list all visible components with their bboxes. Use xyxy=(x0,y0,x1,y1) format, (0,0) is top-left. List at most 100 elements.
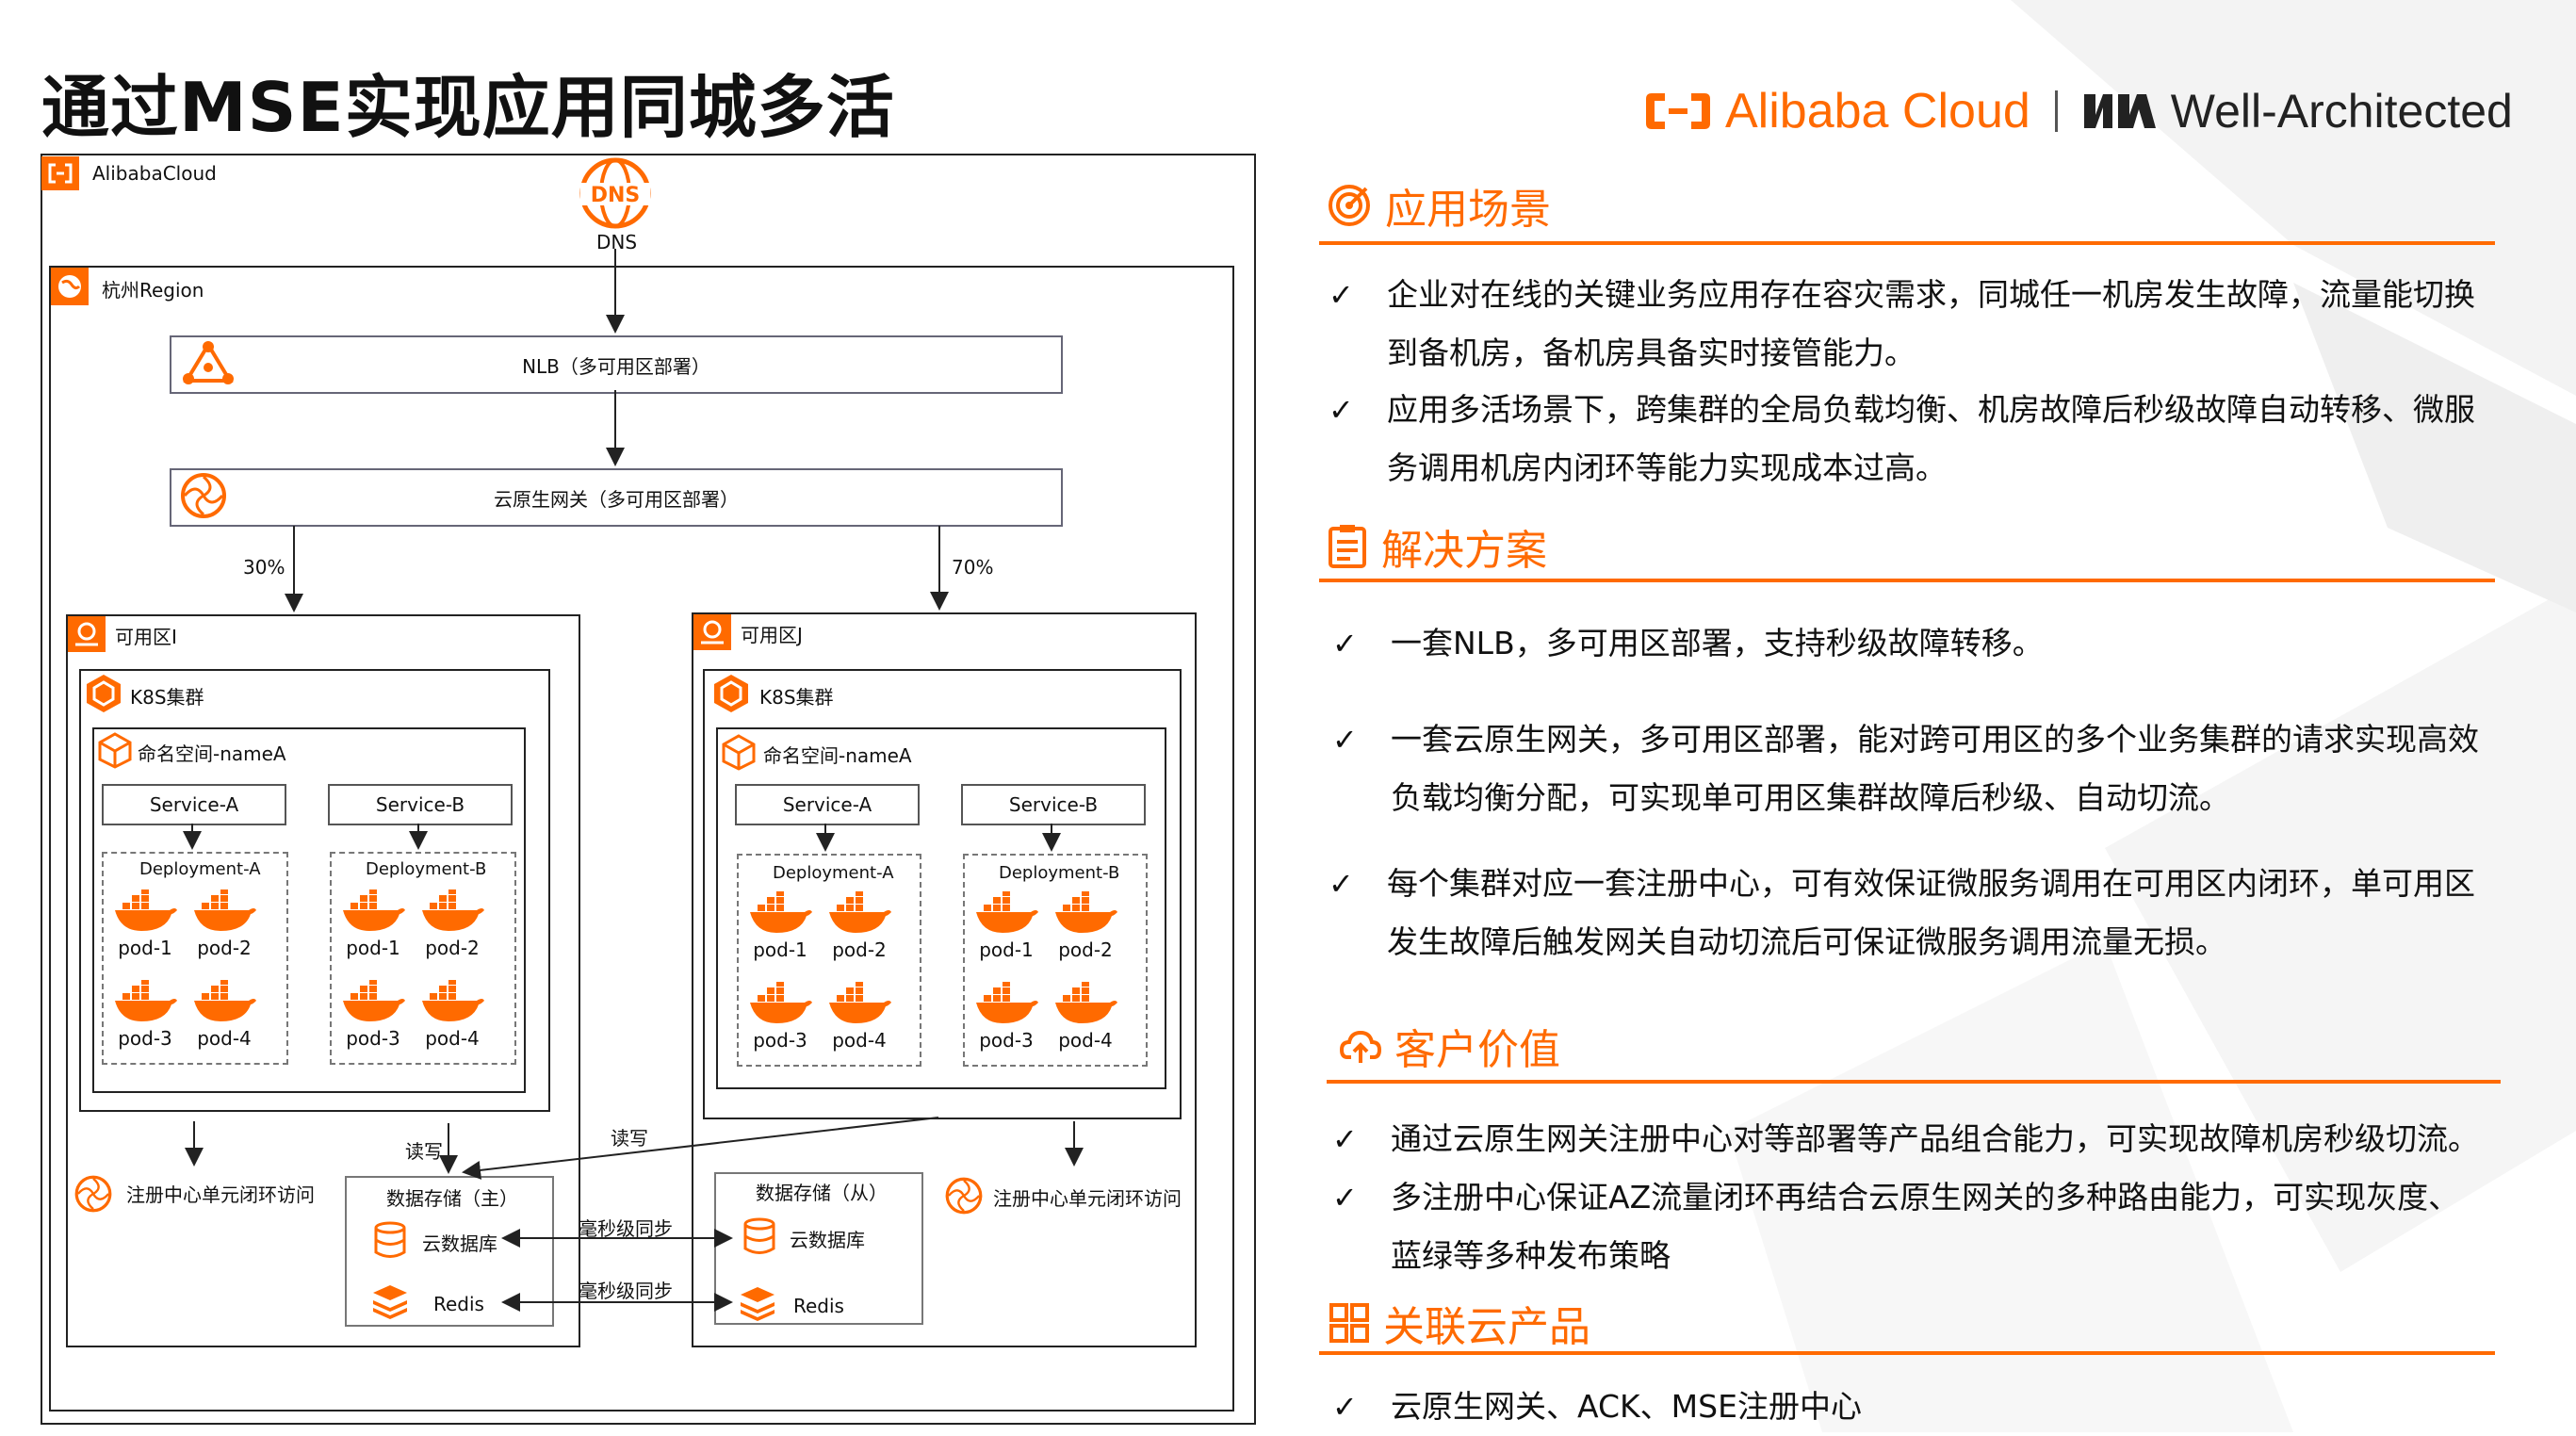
docker-whale-icon xyxy=(1055,891,1117,933)
zone-i-namespace-label: 命名空间-nameA xyxy=(138,742,286,765)
solution-title: 解决方案 xyxy=(1381,527,1547,575)
pod-label: pod-2 xyxy=(425,937,480,959)
brand-logos: Alibaba Cloud Well-Architected xyxy=(1644,83,2513,139)
value-rule xyxy=(1327,1080,2501,1084)
nlb-box: NLB（多可用区部署） xyxy=(170,335,1063,394)
zone-j-registry-label: 注册中心单元闭环访问 xyxy=(993,1187,1182,1210)
pod-label: pod-1 xyxy=(979,938,1034,961)
zone-j-service-b: Service-B xyxy=(961,784,1146,825)
zone-i-k8s-label: K8S集群 xyxy=(130,686,204,709)
docker-whale-icon xyxy=(343,889,405,931)
solution-rule xyxy=(1319,579,2495,582)
pod-label: pod-3 xyxy=(979,1029,1034,1052)
zone-i-redis-label: Redis xyxy=(433,1293,484,1315)
pod-label: pod-4 xyxy=(425,1027,480,1050)
dns-label: DNS xyxy=(596,231,638,253)
pod-label: pod-3 xyxy=(753,1029,807,1052)
docker-whale-icon xyxy=(829,982,891,1023)
pod-label: pod-1 xyxy=(346,937,400,959)
solution-item-2: ✓ 一套云原生网关，多可用区部署，能对跨可用区的多个业务集群的请求实现高效负载均… xyxy=(1332,710,2484,827)
zone-i-redis-icon xyxy=(373,1285,407,1319)
solution-item-3-text: 每个集群对应一套注册中心，可有效保证微服务调用在可用区内闭环，单可用区发生故障后… xyxy=(1387,865,2475,960)
docker-whale-icon xyxy=(750,982,812,1023)
products-heading: 关联云产品 xyxy=(1329,1293,1590,1353)
docker-whale-icon xyxy=(422,980,484,1021)
value-title: 客户价值 xyxy=(1394,1026,1560,1074)
region-globe-icon xyxy=(51,268,89,305)
cloud-label: AlibabaCloud xyxy=(92,162,217,185)
zone-j-namespace-label: 命名空间-nameA xyxy=(763,744,912,767)
pod-label: pod-4 xyxy=(1058,1029,1113,1052)
docker-whale-icon xyxy=(194,980,256,1021)
value-item-2-text: 多注册中心保证AZ流量闭环再结合云原生网关的多种路由能力，可实现灰度、蓝绿等多种… xyxy=(1391,1179,2460,1274)
zone-i-registry-icon xyxy=(74,1175,112,1213)
zone-i-storage-box xyxy=(345,1176,554,1327)
traffic-right-pct: 70% xyxy=(952,556,994,579)
zone-i-deployment-b xyxy=(330,852,516,1065)
zone-j-deployment-a xyxy=(737,854,921,1067)
zone-i-k8s-frame xyxy=(79,669,550,1112)
pod-label: pod-2 xyxy=(832,938,887,961)
target-icon xyxy=(1329,185,1370,226)
brand-divider xyxy=(2054,90,2058,132)
zone-i-namespace-frame xyxy=(92,727,526,1093)
products-rule xyxy=(1319,1351,2495,1355)
zone-j-service-a: Service-A xyxy=(735,784,920,825)
zone-i-db-icon xyxy=(374,1221,406,1258)
zone-j-frame xyxy=(692,612,1197,1347)
check-icon: ✓ xyxy=(1329,392,1354,428)
document-list-icon xyxy=(1329,525,1366,568)
scenario-title: 应用场景 xyxy=(1385,186,1551,234)
nlb-label: NLB（多可用区部署） xyxy=(522,354,710,378)
zone-j-k8s-icon xyxy=(714,675,748,712)
docker-whale-icon xyxy=(115,889,177,931)
solution-item-1-text: 一套NLB，多可用区部署，支持秒级故障转移。 xyxy=(1391,625,2044,661)
check-icon: ✓ xyxy=(1329,277,1354,313)
zone-i-label: 可用区I xyxy=(115,626,177,648)
check-icon: ✓ xyxy=(1332,722,1358,758)
scenario-item-1: ✓ 企业对在线的关键业务应用存在容灾需求，同城任一机房发生故障，流量能切换到备机… xyxy=(1329,266,2480,383)
rw-right-label: 读写 xyxy=(611,1127,648,1150)
region-label: 杭州Region xyxy=(102,279,204,302)
solution-item-1: ✓ 一套NLB，多可用区部署，支持秒级故障转移。 xyxy=(1332,614,2484,673)
docker-whale-icon xyxy=(343,980,405,1021)
zone-j-deployment-b-label: Deployment-B xyxy=(999,863,1120,883)
alibaba-cloud-frame xyxy=(41,154,1256,1425)
gateway-icon xyxy=(181,473,226,518)
grid-icon xyxy=(1329,1303,1369,1343)
zone-j-redis-icon xyxy=(741,1287,774,1321)
diagram-arrows xyxy=(183,249,1084,1312)
zone-j-icon xyxy=(693,614,731,650)
pod-label: pod-2 xyxy=(1058,938,1113,961)
dns-icon: DNS xyxy=(579,157,651,229)
zone-i-deployment-a-label: Deployment-A xyxy=(139,859,261,879)
svg-text:DNS: DNS xyxy=(591,184,641,207)
rw-left-label: 读写 xyxy=(405,1140,443,1163)
check-icon: ✓ xyxy=(1332,1180,1358,1216)
zone-j-namespace-icon xyxy=(722,734,756,771)
zone-i-service-a: Service-A xyxy=(102,784,286,825)
zone-j-storage-box xyxy=(714,1172,923,1325)
value-heading: 客户价值 xyxy=(1340,1016,1560,1076)
zone-i-db-label: 云数据库 xyxy=(422,1232,497,1255)
zone-i-registry-label: 注册中心单元闭环访问 xyxy=(126,1183,315,1206)
zone-j-redis-label: Redis xyxy=(793,1295,844,1317)
zone-i-frame xyxy=(66,614,580,1347)
zone-i-service-b: Service-B xyxy=(328,784,513,825)
page-title: 通过MSE实现应用同城多活 xyxy=(41,68,895,147)
zone-i-storage-label: 数据存储（主） xyxy=(386,1187,518,1210)
value-item-1: ✓ 通过云原生网关注册中心对等部署等产品组合能力，可实现故障机房秒级切流。 xyxy=(1332,1110,2503,1168)
docker-whale-icon xyxy=(976,982,1038,1023)
pod-label: pod-2 xyxy=(197,937,252,959)
pod-label: pod-1 xyxy=(118,937,172,959)
check-icon: ✓ xyxy=(1332,1121,1358,1157)
products-title: 关联云产品 xyxy=(1383,1303,1590,1351)
zone-j-deployment-b xyxy=(963,854,1148,1067)
solution-item-2-text: 一套云原生网关，多可用区部署，能对跨可用区的多个业务集群的请求实现高效负载均衡分… xyxy=(1391,721,2479,816)
docker-whale-icon xyxy=(115,980,177,1021)
pod-label: pod-1 xyxy=(753,938,807,961)
scenario-item-2-text: 应用多活场景下，跨集群的全局负载均衡、机房故障后秒级故障自动转移、微服务调用机房… xyxy=(1387,391,2475,486)
gateway-label: 云原生网关（多可用区部署） xyxy=(494,487,739,511)
docker-whale-icon xyxy=(194,889,256,931)
nlb-icon xyxy=(183,341,234,384)
